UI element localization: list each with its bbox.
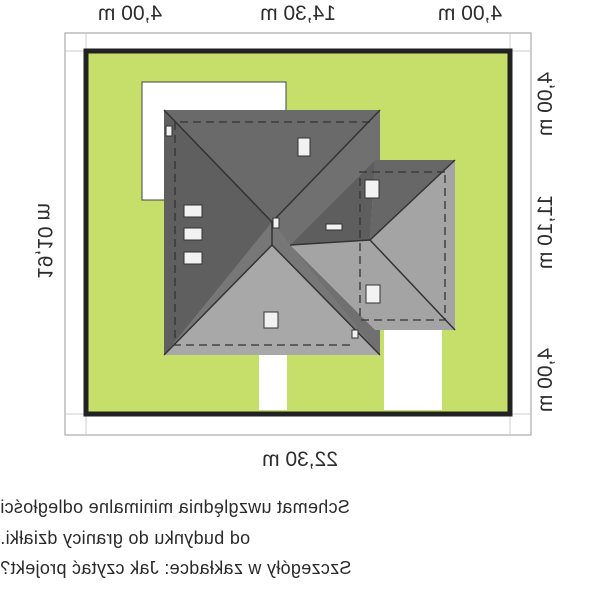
ridge-line	[163, 244, 273, 356]
caption-line-1: Schemat uwzględnia minimalne odległości	[0, 497, 350, 517]
ridge-line	[271, 244, 381, 356]
dim-right-bottom: 4,00 m	[534, 348, 557, 412]
skylight	[272, 217, 280, 229]
dim-bottom: 22,30 m	[262, 448, 338, 471]
caption-line-3: Szczegóły w zakładce: Jak czytać projekt…	[0, 558, 352, 578]
dim-top-middle: 14,30 m	[260, 2, 336, 25]
skylight	[183, 227, 203, 241]
path	[259, 345, 287, 410]
roof-facet	[164, 245, 380, 355]
roof-facet	[164, 110, 272, 355]
ridge-line	[369, 239, 456, 331]
driveway	[384, 330, 442, 410]
wall-outline	[174, 121, 370, 346]
dim-top-left: 4,00 m	[438, 2, 502, 25]
roof-facet	[164, 110, 380, 222]
ridge-line	[289, 239, 371, 246]
dim-top-right: 4,00 m	[98, 2, 162, 25]
wall-outline	[359, 171, 446, 321]
skylight	[183, 204, 203, 218]
dim-right-top: 4,00 m	[534, 72, 557, 136]
dim-left: 19,10 m	[33, 203, 56, 279]
skylight	[364, 179, 380, 199]
skylight	[365, 284, 381, 304]
wing-roof	[290, 160, 455, 330]
skylight	[263, 311, 279, 329]
skylight	[325, 223, 343, 231]
caption-line-2: od budynku do granicy działki.	[0, 528, 251, 548]
skylight	[297, 137, 311, 157]
ridge-line	[271, 109, 381, 223]
skylight	[183, 251, 203, 265]
ridge-line	[369, 159, 456, 241]
skylight	[351, 329, 359, 339]
roof-facet	[290, 160, 375, 245]
skylight	[165, 125, 173, 137]
ridge-line	[163, 109, 273, 223]
dim-right-middle: 11,10 m	[534, 195, 557, 269]
